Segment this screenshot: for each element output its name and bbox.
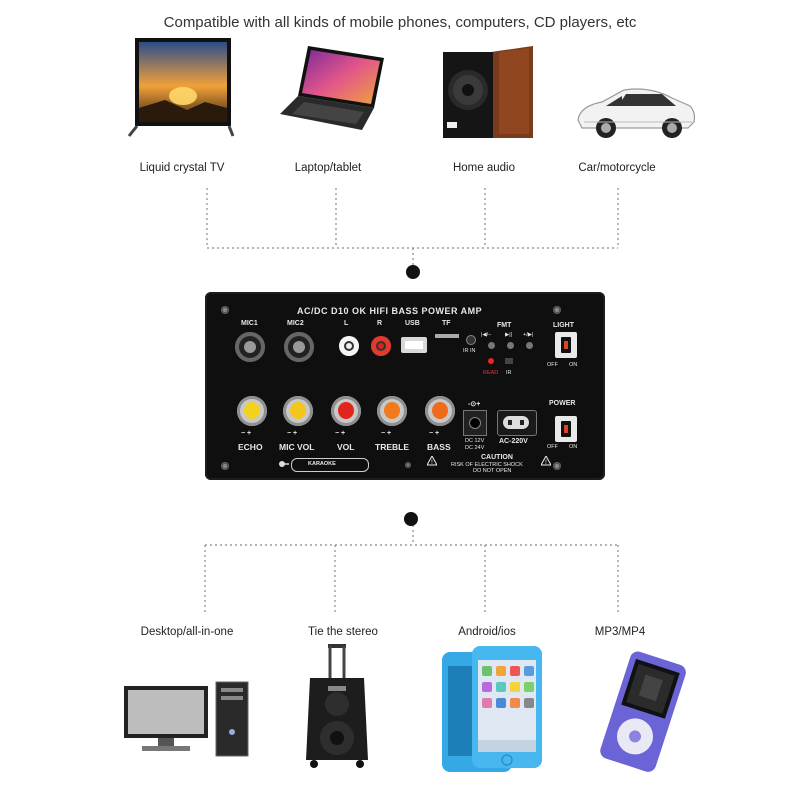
label-dc-24v: DC 24V xyxy=(465,445,485,451)
microphone-icon xyxy=(279,460,289,468)
label-usb: USB xyxy=(405,320,420,327)
usb-port[interactable] xyxy=(401,337,427,353)
screw xyxy=(221,462,229,470)
tv-icon xyxy=(125,38,235,138)
label-r: R xyxy=(377,320,383,327)
bass-knob[interactable] xyxy=(425,396,455,426)
label-next: +/▶| xyxy=(523,332,534,338)
desktop-icon xyxy=(122,680,250,762)
mp3-player-icon xyxy=(596,650,692,774)
label-vol: VOL xyxy=(337,442,355,452)
prev-button[interactable] xyxy=(488,342,495,349)
label-light-on: ON xyxy=(569,362,578,368)
label-ir-in: IR IN xyxy=(463,348,476,354)
next-button[interactable] xyxy=(526,342,533,349)
svg-text:!: ! xyxy=(545,459,547,466)
device-label-car: Car/motorcycle xyxy=(578,162,656,174)
label-light-off: OFF xyxy=(547,362,558,368)
ac-power-inlet[interactable] xyxy=(497,410,537,436)
label-treble: TREBLE xyxy=(375,442,409,452)
headline: Compatible with all kinds of mobile phon… xyxy=(163,14,637,31)
junction-dot-bottom xyxy=(404,512,418,526)
device-label-phone: Android/ios xyxy=(458,626,516,638)
ir-in-jack[interactable] xyxy=(467,336,475,344)
ir-receiver xyxy=(505,358,513,364)
label-ac-220v: AC-220V xyxy=(499,438,528,445)
warning-triangle-icon: ! xyxy=(427,456,437,466)
knob-range-marks: − + xyxy=(335,430,346,437)
screw xyxy=(553,462,561,470)
power-switch[interactable] xyxy=(555,416,577,442)
mic2-jack[interactable] xyxy=(284,332,314,362)
warning-triangle-icon: ! xyxy=(541,456,551,466)
rca-left-jack[interactable] xyxy=(339,336,359,356)
label-l: L xyxy=(344,320,349,327)
label-echo: ECHO xyxy=(238,442,263,452)
knob-range-marks: − + xyxy=(381,430,392,437)
screw xyxy=(221,306,229,314)
knob-range-marks: − + xyxy=(241,430,252,437)
read-led xyxy=(488,358,494,364)
tf-card-slot[interactable] xyxy=(435,334,459,338)
label-dc-12v: DC 12V xyxy=(465,438,485,444)
device-label-desktop: Desktop/all-in-one xyxy=(140,626,234,638)
caution-line-1: RISK OF ELECTRIC SHOCK xyxy=(451,462,523,468)
vol-knob[interactable] xyxy=(331,396,361,426)
device-label-tv: Liquid crystal TV xyxy=(139,162,225,174)
label-mic1: MIC1 xyxy=(241,320,258,327)
karaoke-badge: KARAOKE xyxy=(291,458,369,472)
label-tf: TF xyxy=(442,320,451,327)
label-power-on: ON xyxy=(569,444,578,450)
svg-text:!: ! xyxy=(431,459,433,466)
caution-line-2: DO NOT OPEN xyxy=(473,468,512,474)
device-label-stereo: Tie the stereo xyxy=(308,626,378,638)
treble-knob[interactable] xyxy=(377,396,407,426)
label-power-off: OFF xyxy=(547,444,558,450)
car-icon xyxy=(572,84,698,140)
knob-range-marks: − + xyxy=(429,430,440,437)
brand-label: KARAOKE xyxy=(308,461,336,467)
label-bass: BASS xyxy=(427,442,451,452)
trolley-speaker-icon xyxy=(302,642,372,770)
laptop-icon xyxy=(278,44,388,134)
knob-range-marks: − + xyxy=(287,430,298,437)
device-label-mp3: MP3/MP4 xyxy=(594,626,646,638)
dc-polarity-icon: -⊙+ xyxy=(468,401,481,408)
label-read: READ xyxy=(483,370,499,376)
label-fmt: FMT xyxy=(497,322,512,329)
speaker-icon xyxy=(441,42,537,142)
echo-knob[interactable] xyxy=(237,396,267,426)
junction-dot-top xyxy=(406,265,420,279)
amplifier-board: AC/DC D10 OK HIFI BASS POWER AMP MIC1 MI… xyxy=(205,292,605,480)
dc-power-jack[interactable] xyxy=(463,410,487,436)
light-switch[interactable] xyxy=(555,332,577,358)
label-power: POWER xyxy=(549,400,576,407)
device-label-laptop: Laptop/tablet xyxy=(294,162,362,174)
label-light: LIGHT xyxy=(553,322,574,329)
mic-vol-knob[interactable] xyxy=(283,396,313,426)
label-prev: |◀/− xyxy=(481,332,492,338)
mic1-jack[interactable] xyxy=(235,332,265,362)
label-ir: IR xyxy=(506,370,512,376)
caution-title: CAUTION xyxy=(481,454,513,461)
phone-icon xyxy=(440,646,544,774)
play-pause-button[interactable] xyxy=(507,342,514,349)
board-title: AC/DC D10 OK HIFI BASS POWER AMP xyxy=(297,306,483,316)
label-mic2: MIC2 xyxy=(287,320,304,327)
label-play: ▶|| xyxy=(505,332,513,338)
screw xyxy=(553,306,561,314)
screw xyxy=(405,462,411,468)
rca-right-jack[interactable] xyxy=(371,336,391,356)
label-mic-vol: MIC VOL xyxy=(279,442,315,452)
device-label-home-audio: Home audio xyxy=(452,162,515,174)
